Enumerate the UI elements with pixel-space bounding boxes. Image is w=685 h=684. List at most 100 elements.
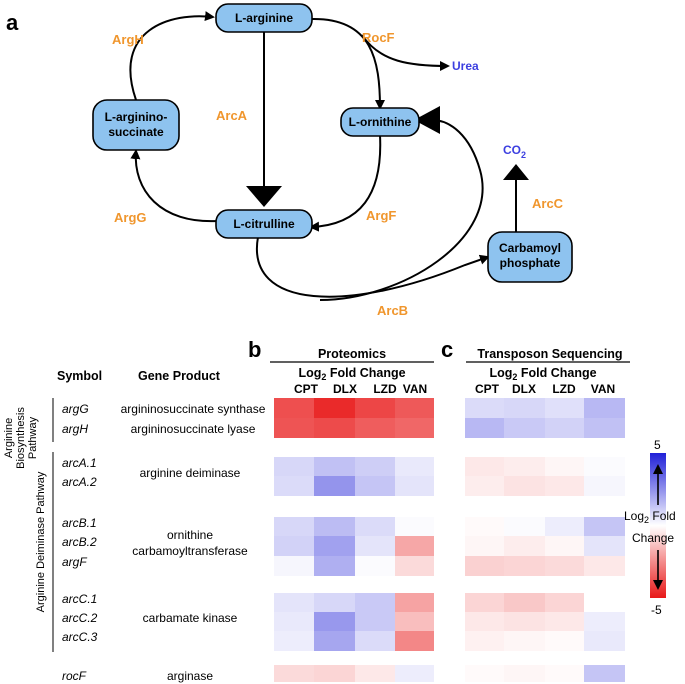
product-co2: CO2 — [503, 143, 526, 160]
colorbar-max: 5 — [654, 438, 661, 452]
proteomics-title: Proteomics — [318, 347, 386, 361]
heatmap-cell — [314, 593, 355, 613]
colorbar-gradient — [650, 453, 666, 598]
heatmap-cell — [504, 665, 545, 682]
enzyme-rocf: RocF — [362, 30, 395, 45]
heatmap-cell — [504, 517, 545, 537]
heatmap-cell — [545, 418, 584, 438]
heatmap-cell — [504, 418, 545, 438]
heatmap-cell — [274, 593, 314, 613]
heatmap-cell — [355, 665, 395, 682]
heatmap-cell — [584, 517, 625, 537]
heatmap-cell — [465, 612, 504, 632]
heatmap-cell — [465, 457, 504, 477]
gene-symbol: rocF — [62, 669, 87, 683]
svg-text:Biosynthesis: Biosynthesis — [15, 407, 27, 469]
heatmap-cell — [395, 665, 434, 682]
arrowhead-to-ornithine — [414, 106, 440, 134]
heatmap-cell — [584, 631, 625, 651]
column-header: DLX — [512, 382, 536, 396]
gene-product-header: Gene Product — [138, 369, 221, 383]
node-ornithine: L-ornithine — [340, 107, 420, 137]
heatmap-cell — [545, 476, 584, 496]
column-header: LZD — [373, 382, 397, 396]
heatmap-cell — [545, 556, 584, 576]
gene-product: carbamate kinase — [143, 611, 238, 625]
heatmap-cell — [355, 593, 395, 613]
heatmap-cell — [314, 476, 355, 496]
heatmap-cell — [314, 665, 355, 682]
heatmap-cell — [314, 517, 355, 537]
heatmap-cell — [465, 418, 504, 438]
gene-symbol: arcC.1 — [62, 592, 97, 606]
heatmap-cell — [274, 476, 314, 496]
heatmap-cell — [274, 612, 314, 632]
heatmap-cell — [504, 457, 545, 477]
heatmap-cell — [545, 631, 584, 651]
heatmap-cell — [584, 418, 625, 438]
symbol-header: Symbol — [57, 369, 102, 383]
heatmap-cell — [504, 593, 545, 613]
enzyme-arca: ArcA — [216, 108, 248, 123]
gene-product: arginine deiminase — [140, 466, 241, 480]
edge-citrulline-argsucc — [130, 149, 219, 223]
heatmap-cell — [545, 457, 584, 477]
gene-symbol: arcB.2 — [62, 535, 97, 549]
heatmap-cell — [545, 517, 584, 537]
heatmap-cell — [465, 398, 504, 418]
node-label: L-arginino- — [105, 110, 168, 124]
heatmap-cell — [355, 457, 395, 477]
gene-symbols: argG argH arcA.1 arcA.2 arcB.1 arcB.2 ar… — [62, 402, 98, 683]
enzyme-argh: ArgH — [112, 32, 144, 47]
tnseq-heatmap — [465, 398, 625, 682]
node-label: L-arginine — [235, 11, 293, 25]
column-header: VAN — [403, 382, 427, 396]
column-header: LZD — [552, 382, 576, 396]
heatmap-cell — [584, 556, 625, 576]
gene-symbol: arcA.2 — [62, 475, 97, 489]
gene-products: argininosuccinate synthase argininosucci… — [121, 402, 266, 683]
heatmap-cell — [355, 398, 395, 418]
heatmap-cell — [545, 593, 584, 613]
proteomics-column-headers: CPT DLX LZD VAN — [294, 382, 427, 396]
node-citrulline: L-citrulline — [215, 209, 313, 239]
heatmap-cell — [504, 556, 545, 576]
heatmap-cell — [504, 398, 545, 418]
heatmap-cell — [584, 612, 625, 632]
heatmap-cell — [274, 457, 314, 477]
heatmap-cell — [465, 593, 504, 613]
edge-arcb-ornithine — [319, 119, 484, 301]
gene-symbol: argG — [62, 402, 89, 416]
edge-argsucc-arginine — [129, 11, 215, 101]
heatmap-cell — [395, 398, 434, 418]
gene-product: arginase — [167, 669, 213, 683]
gene-symbol: argF — [62, 555, 87, 569]
tnseq-title: Transposon Sequencing — [477, 347, 622, 361]
heatmap-cell — [274, 556, 314, 576]
panel-label-a: a — [6, 10, 19, 35]
colorbar: 5 -5 Log2 Fold Change — [624, 438, 676, 617]
svg-text:Pathway: Pathway — [27, 416, 39, 459]
heatmap-cell — [465, 631, 504, 651]
enzyme-argf: ArgF — [366, 208, 396, 223]
gene-symbol: arcA.1 — [62, 456, 97, 470]
node-label: phosphate — [500, 256, 561, 270]
heatmap-cell — [314, 398, 355, 418]
enzyme-arcc: ArcC — [532, 196, 564, 211]
heatmap-cell — [504, 476, 545, 496]
side-label-deiminase: Arginine Deiminase Pathway — [35, 471, 47, 612]
column-header: VAN — [591, 382, 615, 396]
proteomics-heatmap — [274, 398, 434, 682]
heatmap-cell — [545, 536, 584, 556]
heatmap-cell — [545, 612, 584, 632]
heatmap-cell — [395, 476, 434, 496]
node-label: Carbamoyl — [499, 241, 561, 255]
gene-product: argininosuccinate lyase — [131, 422, 256, 436]
gene-product: carbamoyltransferase — [132, 544, 248, 558]
heatmap-cell — [314, 556, 355, 576]
colorbar-label: Log2 Fold — [624, 509, 676, 525]
node-carbamoyl: Carbamoyl phosphate — [487, 231, 573, 283]
heatmap-cell — [274, 517, 314, 537]
heatmap-cell — [545, 665, 584, 682]
